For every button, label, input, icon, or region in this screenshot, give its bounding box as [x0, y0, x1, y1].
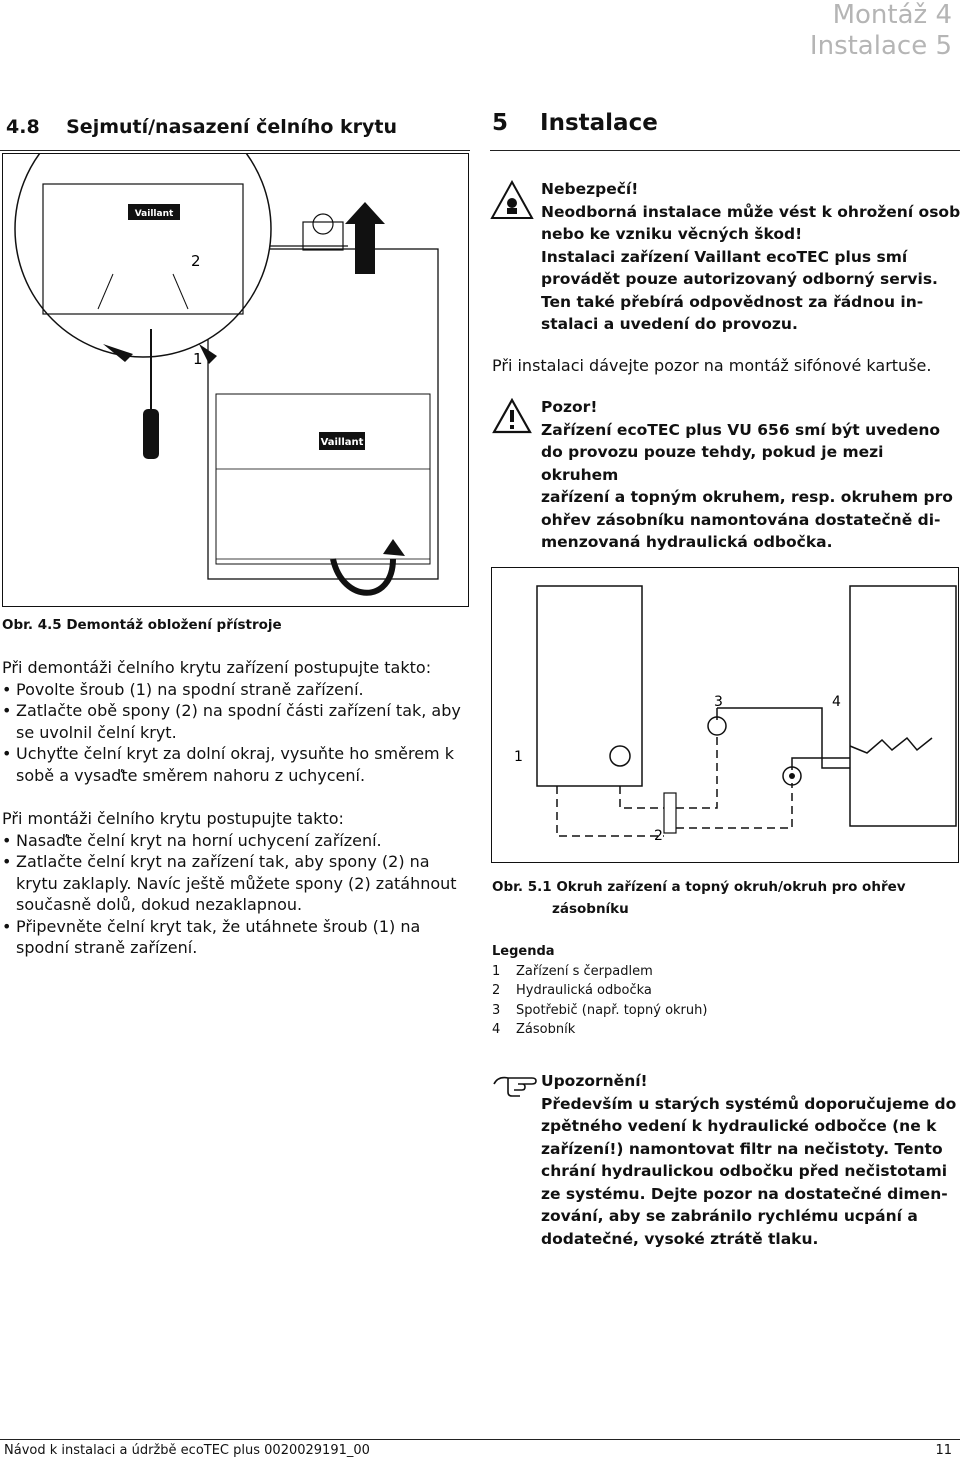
front-cover-illustration: Vaillant Vaillant 2 1	[14, 100, 439, 596]
push-arrow-right-icon	[199, 344, 217, 364]
hydraulic-circuit-diagram: 1 2 3 4	[514, 585, 957, 844]
list-item: Připevněte čelní kryt tak, že utáhnete š…	[2, 916, 467, 959]
section-title-5: 5 Instalace	[492, 110, 658, 136]
section-rule-right	[490, 150, 960, 151]
danger-line: Instalaci zařízení Vaillant ecoTEC plus …	[541, 247, 908, 266]
removal-steps: Povolte šroub (1) na spodní straně zaříz…	[2, 679, 467, 787]
pointing-hand-icon	[492, 1072, 538, 1102]
pump-icon	[782, 766, 802, 786]
storage-tank	[849, 585, 957, 827]
mounting-instructions: Při montáži čelního krytu postupujte tak…	[2, 808, 467, 959]
list-item: Uchyťte čelní kryt za dolní okraj, vysuň…	[2, 743, 467, 786]
figure-label-2: 2	[191, 252, 201, 270]
footer-rule	[0, 1439, 960, 1440]
caution-title: Pozor!	[541, 398, 598, 416]
danger-block: Nebezpečí! Neodborná instalace může vést…	[541, 178, 960, 336]
danger-line: Ten také přebírá odpovědnost za řádnou i…	[541, 292, 924, 311]
pump-icon	[609, 745, 631, 767]
svg-text:Vaillant: Vaillant	[321, 437, 364, 448]
legend-title: Legenda	[492, 944, 555, 959]
siphon-note: Při instalaci dávejte pozor na montáž si…	[492, 356, 932, 375]
caution-line: zařízení a topným okruhem, resp. okruhem…	[541, 488, 953, 506]
danger-title: Nebezpečí!	[541, 180, 639, 198]
svg-text:Vaillant: Vaillant	[135, 209, 174, 219]
list-item: Zatlačte obě spony (2) na spodní části z…	[2, 700, 467, 743]
diagram-label-4: 4	[832, 694, 841, 710]
diagram-label-3: 3	[714, 694, 723, 710]
danger-line: nebo ke vzniku věcných škod!	[541, 225, 803, 243]
hydraulic-separator	[663, 792, 677, 834]
figure-hydraulic-circuit: 1 2 3 4	[491, 567, 959, 863]
boiler-front-cover	[215, 393, 431, 565]
notice-line: dodatečné, vysoké ztrátě tlaku.	[541, 1229, 819, 1248]
curved-arrow-icon	[330, 558, 396, 596]
consumer-icon	[707, 716, 727, 736]
warning-triangle-icon	[492, 397, 532, 438]
push-arrow-left-icon	[103, 344, 133, 362]
notice-line: Především u starých systémů doporučujeme…	[541, 1094, 957, 1113]
list-item: Povolte šroub (1) na spodní straně zaříz…	[2, 679, 467, 701]
notice-line: ze systému. Dejte pozor na dostatečné di…	[541, 1184, 948, 1203]
page-number: 11	[935, 1443, 952, 1458]
section-title-4-8: 4.8 Sejmutí/nasazení čelního krytu	[6, 116, 398, 138]
caution-line: Zařízení ecoTEC plus VU 656 smí být uved…	[541, 420, 941, 439]
notice-line: chrání hydraulickou odbočku před nečisto…	[541, 1162, 948, 1180]
caution-line: do provozu pouze tehdy, pokud je mezi ok…	[541, 443, 884, 484]
caution-block: Pozor! Zařízení ecoTEC plus VU 656 smí b…	[541, 396, 960, 554]
figure-label-1: 1	[193, 350, 203, 368]
footer-document-title: Návod k instalaci a údržbě ecoTEC plus 0…	[4, 1443, 370, 1458]
mount-steps: Nasaďte čelní kryt na horní uchycení zař…	[2, 830, 467, 959]
notice-block: Upozornění! Především u starých systémů …	[541, 1070, 960, 1250]
notice-line: zpětného vedení k hydraulické odbočce (n…	[541, 1117, 937, 1135]
removal-intro: Při demontáži čelního krytu zařízení pos…	[2, 658, 432, 677]
header-chapter-5: Instalace 5	[809, 31, 952, 61]
boiler-body	[207, 248, 439, 580]
figure-caption-4-5: Obr. 4.5 Demontáž obložení přístroje	[2, 617, 282, 633]
running-header: Montáž 4 Instalace 5	[810, 0, 952, 62]
mount-intro: Při montáži čelního krytu postupujte tak…	[2, 809, 344, 828]
caution-line: ohřev zásobníku namontována dostatečně d…	[541, 510, 941, 529]
notice-line: zařízení!) namontovat filtr na nečistoty…	[541, 1139, 943, 1158]
figure-front-cover-removal: Vaillant Vaillant 2 1	[2, 100, 469, 607]
list-item: Nasaďte čelní kryt na horní uchycení zař…	[2, 830, 467, 852]
section-rule-left	[0, 150, 470, 151]
danger-line: Neodborná instalace může vést k ohrožení…	[541, 202, 960, 221]
danger-icon	[490, 179, 534, 224]
device-with-pump	[536, 585, 643, 787]
flue-connector	[302, 221, 344, 251]
danger-line: stalaci a uvedení do provozu.	[541, 315, 798, 333]
diagram-label-2: 2	[654, 828, 663, 844]
caution-line: menzovaná hydraulická odbočka.	[541, 533, 833, 551]
up-arrow-icon	[345, 202, 385, 274]
danger-line: provádět pouze autorizovaný odborný serv…	[541, 270, 938, 288]
diagram-label-1: 1	[514, 749, 523, 765]
figure-caption-5-1: Obr. 5.1 Okruh zařízení a topný okruh/ok…	[492, 879, 906, 917]
brand-plate	[319, 432, 365, 450]
removal-instructions: Při demontáži čelního krytu zařízení pos…	[2, 657, 467, 786]
header-chapter-4: Montáž 4	[832, 0, 952, 30]
notice-line: zování, aby se zabránilo rychlému ucpání…	[541, 1207, 918, 1225]
list-item: Zatlačte čelní kryt na zařízení tak, aby…	[2, 851, 467, 916]
notice-title: Upozornění!	[541, 1072, 648, 1090]
